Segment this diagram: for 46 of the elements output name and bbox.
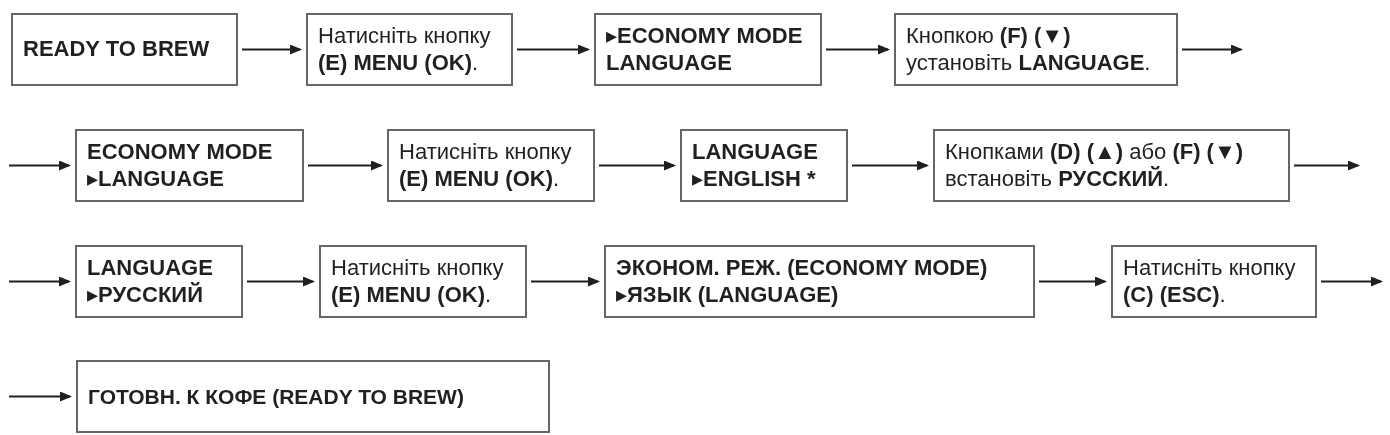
instruction-box xyxy=(1111,245,1317,318)
arrow xyxy=(307,160,383,171)
display-text: ЭКОНОМ. РЕЖ. (ECONOMY MODE) xyxy=(616,255,988,282)
display-text: ▸ECONOMY MODE xyxy=(606,23,803,50)
arrow xyxy=(516,44,590,55)
arrow xyxy=(825,44,890,55)
display-text: ▸LANGUAGE xyxy=(87,165,224,192)
display-box xyxy=(594,13,822,86)
instruction-box xyxy=(894,13,1178,86)
display-box xyxy=(75,245,243,318)
display-text: ECONOMY MODE xyxy=(87,139,273,166)
display-text: ▸ENGLISH * xyxy=(692,165,816,192)
arrow xyxy=(1320,276,1383,287)
arrow xyxy=(246,276,315,287)
instruction-text: Кнопкою (F) (▼) установіть LANGUAGE. xyxy=(906,23,1152,76)
instruction-text: Натисніть кнопку (E) MENU (OK). xyxy=(399,139,573,192)
arrow xyxy=(8,276,71,287)
instruction-box xyxy=(306,13,513,86)
display-box xyxy=(604,245,1035,318)
arrow xyxy=(851,160,929,171)
instruction-text: Натисніть кнопку (E) MENU (OK). xyxy=(331,255,505,308)
display-box xyxy=(75,129,304,202)
arrow xyxy=(8,160,71,171)
arrow xyxy=(530,276,600,287)
arrow xyxy=(1293,160,1360,171)
arrow xyxy=(8,391,72,402)
display-box xyxy=(76,360,550,433)
instruction-text: Натисніть кнопку (E) MENU (OK). xyxy=(318,23,492,76)
display-box xyxy=(11,13,238,86)
display-text: ▸РУССКИЙ xyxy=(87,281,203,308)
arrow xyxy=(1038,276,1107,287)
display-text: ▸ЯЗЫК (LANGUAGE) xyxy=(616,281,839,308)
display-text: ГОТОВН. К КОФЕ (READY TO BREW) xyxy=(88,383,464,410)
display-text: LANGUAGE xyxy=(606,49,732,76)
display-text: READY TO BREW xyxy=(23,36,210,63)
display-box xyxy=(680,129,848,202)
instruction-box xyxy=(387,129,595,202)
instruction-text: Натисніть кнопку (C) (ESC). xyxy=(1123,255,1297,308)
arrow xyxy=(1181,44,1243,55)
instruction-box xyxy=(933,129,1290,202)
instruction-box xyxy=(319,245,527,318)
arrow xyxy=(598,160,676,171)
arrow xyxy=(241,44,302,55)
instruction-text: Кнопками (D) (▲) або (F) (▼) встановіть РУССКИЙ. xyxy=(945,139,1244,192)
display-text: LANGUAGE xyxy=(692,139,818,166)
display-text: LANGUAGE xyxy=(87,255,213,282)
